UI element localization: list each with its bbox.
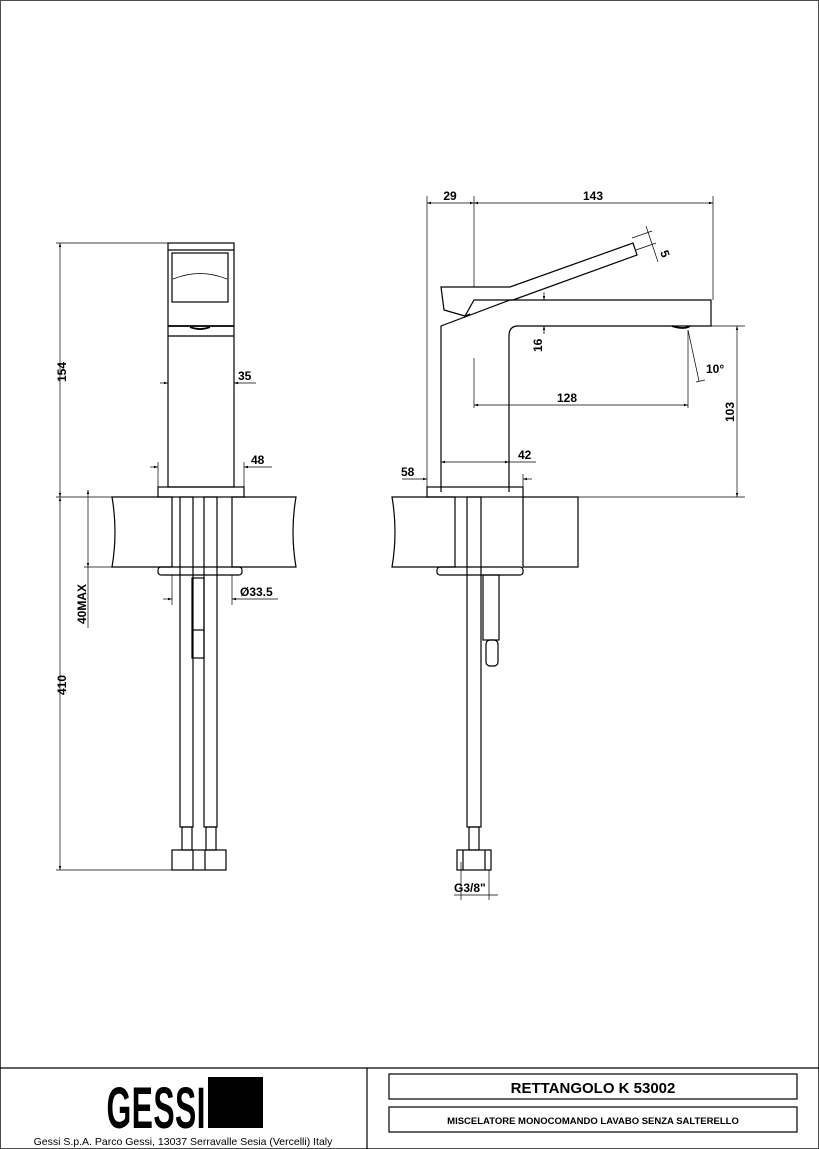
side-stud xyxy=(482,574,500,641)
dim-spout-reach: 128 xyxy=(557,391,577,405)
product-name-box xyxy=(388,1073,798,1100)
title-block: GESSI Gessi S.p.A. Parco Gessi, 13037 Se… xyxy=(0,1067,819,1149)
product-description: MISCELATORE MONOCOMANDO LAVABO SENZA SAL… xyxy=(447,1116,739,1127)
logo-wordmark: GESSI xyxy=(106,1076,205,1140)
dim-hose-length: 410 xyxy=(55,675,69,695)
company-address: Gessi S.p.A. Parco Gessi, 13037 Serraval… xyxy=(34,1136,334,1148)
dim-spout-thickness: 16 xyxy=(531,338,545,352)
hose-hot xyxy=(179,496,194,828)
counter-section-left xyxy=(111,496,173,568)
dim-connection: G3/8" xyxy=(454,881,486,895)
dim-base-depth: 58 xyxy=(401,465,415,479)
dim-lever-thickness: 5 xyxy=(657,248,673,259)
dim-body-depth: 42 xyxy=(518,448,532,462)
escutcheon xyxy=(157,566,243,576)
gessi-logo: GESSI xyxy=(106,1076,263,1140)
front-view: 154 410 40MAX 35 48 Ø33.5 xyxy=(55,242,297,871)
side-hose-nut xyxy=(456,849,492,871)
dim-spout-height: 103 xyxy=(723,402,737,422)
counter-section-right xyxy=(231,496,297,568)
dim-height-total: 154 xyxy=(55,362,69,382)
hose-cold xyxy=(203,496,218,828)
side-counter-left xyxy=(391,496,456,568)
dim-angle: 10° xyxy=(706,362,724,376)
side-lever xyxy=(440,242,638,317)
dim-base-width: 48 xyxy=(251,453,265,467)
side-counter-right xyxy=(522,496,579,568)
side-view: 29 143 5 16 10° 128 103 42 58 G3/8" xyxy=(391,189,745,900)
front-lever-window xyxy=(171,252,229,303)
dim-counter-thickness: 40MAX xyxy=(75,584,89,624)
product-name: RETTANGOLO K 53002 xyxy=(511,1080,676,1097)
fixing-stud xyxy=(191,577,205,659)
front-base-plate xyxy=(157,486,245,498)
dim-spout-reach-total: 143 xyxy=(583,189,603,203)
dim-rear-offset: 29 xyxy=(443,189,457,203)
dim-hole-diameter: Ø33.5 xyxy=(240,585,273,599)
hose-nuts xyxy=(171,849,227,871)
side-hose xyxy=(466,496,482,828)
product-description-box xyxy=(388,1106,798,1133)
logo-square xyxy=(208,1077,263,1128)
dim-body-width: 35 xyxy=(238,369,252,383)
side-escutcheon xyxy=(436,566,524,576)
front-body xyxy=(167,242,235,488)
side-body-spout xyxy=(440,299,712,492)
